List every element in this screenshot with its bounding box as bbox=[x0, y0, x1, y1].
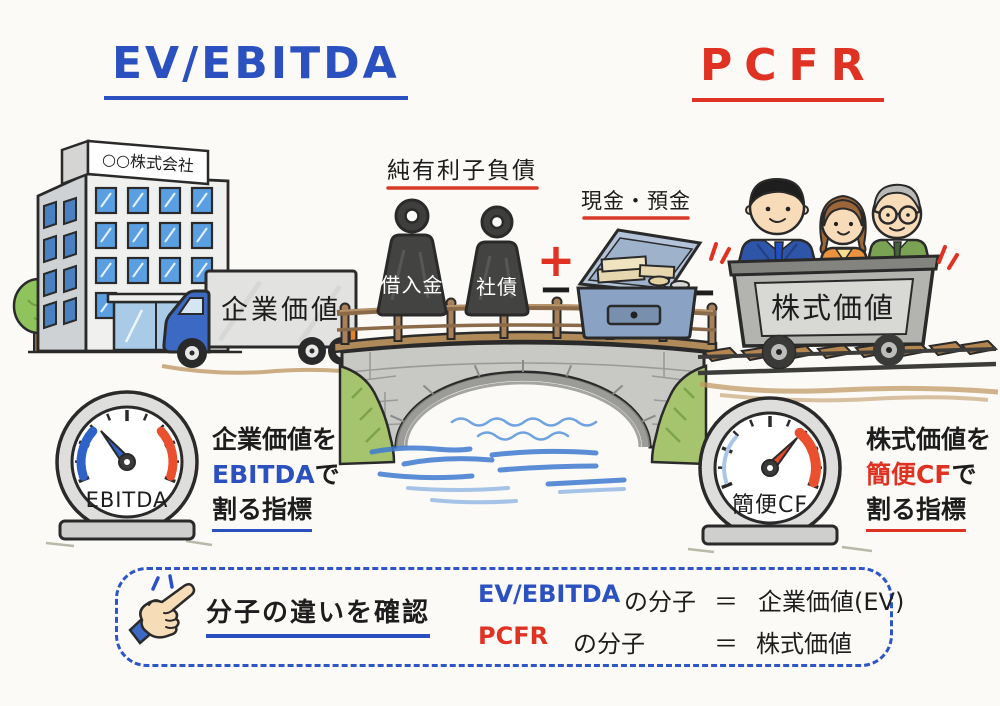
note-row2-value: 株式価値 bbox=[756, 630, 852, 658]
gauge-kanben-cf-label: 簡便CF bbox=[732, 493, 808, 518]
desc-suffix: で bbox=[314, 460, 340, 489]
note-heading: 分子の違いを確認 bbox=[206, 592, 431, 638]
gauge-blue-arc bbox=[76, 426, 98, 481]
net-debt-weights: 純有利子負債 借入金 社債 bbox=[376, 158, 539, 317]
desc-line3: 割る指標 bbox=[212, 492, 340, 532]
net-debt-heading: 純有利子負債 bbox=[387, 158, 537, 184]
plus-sign: + bbox=[537, 233, 576, 287]
equity-value-cart: 株式価値 bbox=[709, 242, 959, 370]
weight-loans: 借入金 bbox=[376, 198, 448, 317]
grass-banks bbox=[338, 364, 708, 466]
note-row2-mid: の分子 bbox=[573, 630, 645, 658]
cash-box: 現金・預金 bbox=[576, 189, 703, 340]
desc-highlight: 簡便CF bbox=[866, 460, 952, 489]
gauge-lightblue-arc bbox=[722, 435, 738, 485]
gauge-ebitda-description: 企業価値を EBITDAで 割る指標 bbox=[212, 422, 340, 532]
minus-sign-cash: − bbox=[538, 264, 573, 313]
gauge-kanben-cf-description: 株式価値を 簡便CFで 割る指標 bbox=[866, 422, 991, 532]
cart-rim bbox=[727, 254, 940, 277]
pointing-hand-icon bbox=[128, 574, 196, 645]
cashbox-keyhole bbox=[630, 311, 638, 319]
weight-bonds: 社債 bbox=[464, 205, 530, 317]
cart-panel bbox=[753, 277, 915, 338]
glasses-icon bbox=[873, 205, 922, 225]
gauge-ebitda-label: EBITDA bbox=[86, 488, 169, 512]
note-row1-mid: の分子 bbox=[624, 588, 696, 616]
weight-bonds-label: 社債 bbox=[476, 275, 518, 299]
person-woman bbox=[816, 194, 872, 272]
rail-track bbox=[697, 340, 999, 403]
gauge-ebitda: EBITDA bbox=[45, 390, 213, 548]
desc-line1: 企業価値を bbox=[212, 425, 338, 454]
emphasis-marks bbox=[709, 242, 959, 270]
river-water bbox=[369, 417, 627, 505]
truck-label: 企業価値 bbox=[221, 295, 341, 326]
numerator-note-box: 分子の違いを確認 EV/EBITDA の分子 ＝ 企業価値(EV) PCFR の… bbox=[115, 567, 904, 667]
rooftop-sign: ○○株式会社 bbox=[60, 139, 210, 186]
note-row2-equals: ＝ bbox=[714, 630, 738, 658]
person-elder bbox=[864, 183, 933, 272]
note-row2-term: PCFR bbox=[478, 622, 549, 650]
title-ev-ebitda: EV/EBITDA bbox=[104, 38, 408, 100]
gauge-base bbox=[58, 519, 196, 541]
gauge-base bbox=[701, 524, 839, 546]
truck-windshield bbox=[177, 297, 204, 315]
desc-suffix: で bbox=[951, 460, 977, 489]
gauge-red-arc bbox=[156, 426, 178, 481]
desc-line3: 割る指標 bbox=[866, 492, 991, 532]
gauge-kanben-cf: 簡便CF bbox=[687, 396, 873, 554]
title-pcfr: PCFR bbox=[692, 40, 885, 102]
note-row1-value: 企業価値(EV) bbox=[758, 588, 905, 616]
weight-loans-label: 借入金 bbox=[381, 273, 444, 297]
enterprise-value-truck: 企業価値 bbox=[161, 269, 369, 376]
gauge-red-arc bbox=[794, 427, 821, 488]
note-row1-term: EV/EBITDA bbox=[478, 580, 621, 608]
shareholders bbox=[735, 177, 933, 272]
desc-highlight: EBITDA bbox=[212, 460, 315, 489]
desc-line2: 簡便CFで bbox=[866, 457, 991, 492]
note-row1-equals: ＝ bbox=[714, 588, 738, 616]
cart-wheels bbox=[761, 334, 905, 370]
bridge-stone-body bbox=[340, 341, 706, 449]
bridge-stone-joints bbox=[347, 352, 701, 427]
cart-label: 株式価値 bbox=[771, 291, 895, 325]
cash-heading: 現金・預金 bbox=[581, 189, 691, 213]
person-businessman bbox=[735, 177, 819, 272]
desc-line1: 株式価値を bbox=[866, 425, 992, 454]
desc-line2: EBITDAで bbox=[212, 457, 340, 492]
